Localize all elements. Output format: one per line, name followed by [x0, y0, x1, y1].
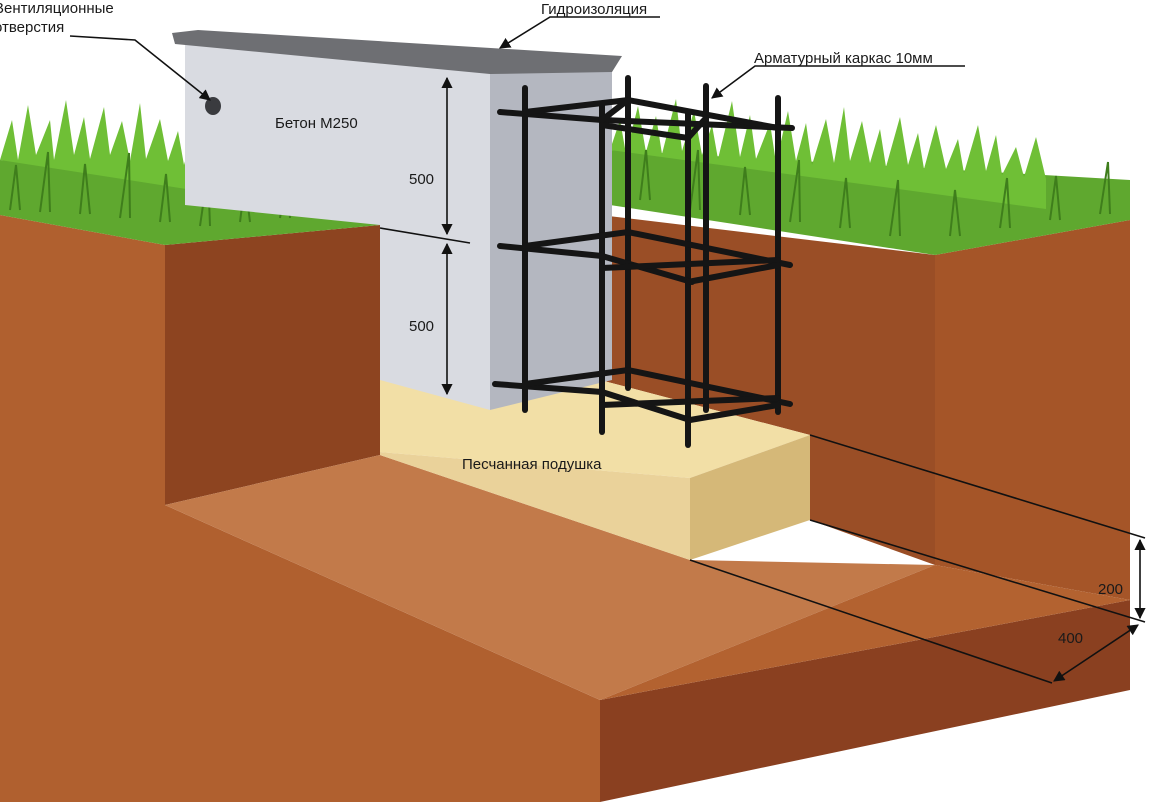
soil-front-face [600, 600, 1130, 802]
concrete-wall [172, 30, 622, 410]
soil-left-inner [165, 225, 380, 505]
grass-right [610, 99, 1130, 255]
sand-front [380, 452, 690, 560]
sand-cushion-label: Песчанная подушка [462, 456, 602, 473]
soil-back-wall [600, 215, 935, 565]
vent-label-line2: отверстия [0, 19, 64, 36]
vent-label-line1: Вентиляционные [0, 0, 114, 17]
lower-height-label: 500 [409, 318, 434, 335]
soil-right-front [935, 220, 1130, 600]
rebar-cage [492, 75, 795, 448]
soil-left-wall [0, 215, 600, 802]
sand-height-label: 200 [1098, 581, 1123, 598]
height-dimensions [379, 76, 471, 396]
rebar-cage-label: Арматурный каркас 10мм [754, 50, 933, 67]
vent-leader [69, 35, 211, 101]
waterproofing-layer [172, 30, 622, 74]
rebar-leader [711, 65, 965, 99]
upper-height-label: 500 [409, 171, 434, 188]
trench-floor [165, 455, 935, 700]
concrete-label: Бетон М250 [275, 115, 358, 132]
concrete-front [185, 42, 490, 410]
leader-lines [69, 16, 965, 101]
waterproofing-leader [499, 16, 660, 49]
concrete-side [490, 66, 612, 410]
sand-width-label: 400 [1058, 630, 1083, 647]
sand-side [690, 435, 810, 560]
soil-front-top [600, 565, 1130, 700]
soil-block [0, 215, 1130, 802]
sand-dimensions [689, 434, 1146, 684]
waterproofing-label: Гидроизоляция [541, 1, 647, 18]
vent-hole [205, 97, 221, 115]
